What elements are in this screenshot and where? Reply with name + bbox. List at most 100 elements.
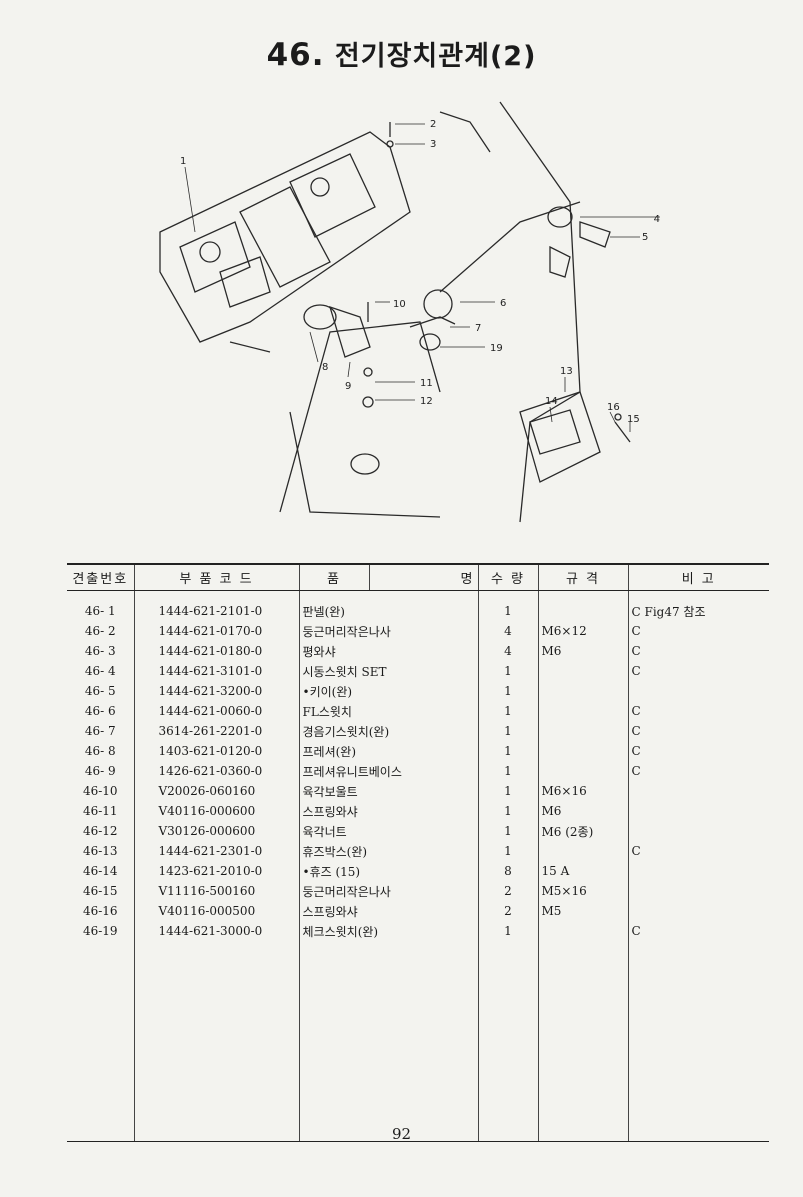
cell-ref-no: 46-12: [82, 824, 118, 838]
cell-quantity: 1: [477, 821, 538, 841]
cell-spec: [537, 841, 628, 861]
cell-spec: M5: [537, 901, 628, 921]
cell-part-code: V30126-000600: [133, 821, 299, 841]
cell-part-name: 둥근머리작은나사: [298, 621, 478, 641]
cell-part-code: 1444-621-0170-0: [133, 621, 299, 641]
cell-ref-no: 46- 1: [84, 604, 116, 618]
svg-text:11: 11: [420, 378, 433, 389]
cell-ref-no: 46- 7: [84, 724, 116, 738]
cell-remarks: C: [627, 661, 769, 681]
cell-quantity: 1: [477, 701, 538, 721]
cell-remarks: [627, 681, 769, 701]
cell-spec: M6×16: [537, 781, 628, 801]
cell-ref-no: 46- 8: [84, 744, 116, 758]
cell-spec: [537, 681, 628, 701]
page-number: 92: [391, 1125, 412, 1143]
cell-remarks: [627, 881, 769, 901]
svg-text:5: 5: [642, 232, 648, 243]
cell-spec: [537, 590, 628, 621]
cell-remarks: C: [627, 921, 769, 941]
blank-cell: [627, 941, 769, 1142]
col-header-name-1: 품: [298, 563, 369, 591]
cell-part-name: •키이(완): [298, 681, 478, 701]
svg-text:9: 9: [345, 381, 351, 392]
cell-ref-no: 46- 3: [84, 644, 116, 658]
cell-ref-no: 46- 9: [84, 764, 116, 778]
blank-cell: [477, 941, 538, 1142]
cell-remarks: C: [627, 621, 769, 641]
svg-text:6: 6: [500, 298, 506, 309]
cell-part-name: 스프링와샤: [298, 801, 478, 821]
cell-spec: 15 A: [537, 861, 628, 881]
blank-cell: [537, 941, 628, 1142]
cell-quantity: 1: [477, 921, 538, 941]
cell-remarks: C: [627, 741, 769, 761]
cell-spec: [537, 701, 628, 721]
col-header-name-2: 명: [368, 563, 478, 591]
cell-quantity: 4: [477, 641, 538, 661]
cell-ref-no: 46-11: [82, 804, 118, 818]
cell-ref-no: 46-14: [82, 864, 118, 878]
cell-part-code: 1403-621-0120-0: [133, 741, 299, 761]
section-number: 46.: [266, 37, 325, 73]
cell-spec: M6 (2종): [537, 821, 628, 841]
cell-quantity: 1: [477, 761, 538, 781]
svg-text:1: 1: [180, 156, 186, 167]
cell-part-code: 1444-621-3000-0: [133, 921, 299, 941]
svg-text:12: 12: [420, 396, 433, 407]
cell-part-name: •휴즈 (15): [298, 861, 478, 881]
cell-spec: [537, 761, 628, 781]
cell-ref-no: 46- 5: [84, 684, 116, 698]
cell-quantity: 1: [477, 590, 538, 621]
blank-cell: [67, 941, 134, 1142]
cell-part-code: 1444-621-0060-0: [133, 701, 299, 721]
cell-part-name: 스프링와샤: [298, 901, 478, 921]
cell-quantity: 1: [477, 721, 538, 741]
diagram-callouts: 1 2 3 4 5 6 7 8 9 10 11 12 13 14 15 16 1…: [180, 119, 660, 425]
cell-part-code: 1444-621-0180-0: [133, 641, 299, 661]
cell-quantity: 4: [477, 621, 538, 641]
cell-remarks: C Fig47 참조: [627, 590, 769, 621]
cell-part-name: FL스윗치: [298, 701, 478, 721]
cell-part-name: 둥근머리작은나사: [298, 881, 478, 901]
cell-part-name: 프레셔(완): [298, 741, 478, 761]
cell-quantity: 2: [477, 881, 538, 901]
cell-quantity: 1: [477, 741, 538, 761]
col-header-remarks: 비 고: [627, 563, 769, 591]
cell-part-name: 휴즈박스(완): [298, 841, 478, 861]
svg-text:15: 15: [627, 414, 640, 425]
cell-quantity: 1: [477, 801, 538, 821]
cell-part-code: V11116-500160: [133, 881, 299, 901]
cell-ref-no: 46-10: [82, 784, 118, 798]
cell-part-code: V40116-000600: [133, 801, 299, 821]
cell-part-code: 1444-621-3101-0: [133, 661, 299, 681]
svg-text:14: 14: [545, 396, 558, 407]
section-title: 전기장치관계(2): [334, 41, 537, 72]
cell-part-name: 프레셔유니트베이스: [298, 761, 478, 781]
svg-text:13: 13: [560, 366, 573, 377]
cell-part-name: 육각너트: [298, 821, 478, 841]
cell-spec: [537, 921, 628, 941]
page-title: 46. 전기장치관계(2): [0, 34, 803, 73]
cell-part-code: V20026-060160: [133, 781, 299, 801]
cell-ref-no: 46-15: [82, 884, 118, 898]
cell-part-code: 1444-621-2301-0: [133, 841, 299, 861]
cell-part-code: 1426-621-0360-0: [133, 761, 299, 781]
blank-cell: [133, 941, 299, 1142]
cell-quantity: 2: [477, 901, 538, 921]
cell-part-name: 경음기스윗치(완): [298, 721, 478, 741]
cell-part-name: 평와샤: [298, 641, 478, 661]
cell-ref-no: 46- 6: [84, 704, 116, 718]
cell-spec: M5×16: [537, 881, 628, 901]
